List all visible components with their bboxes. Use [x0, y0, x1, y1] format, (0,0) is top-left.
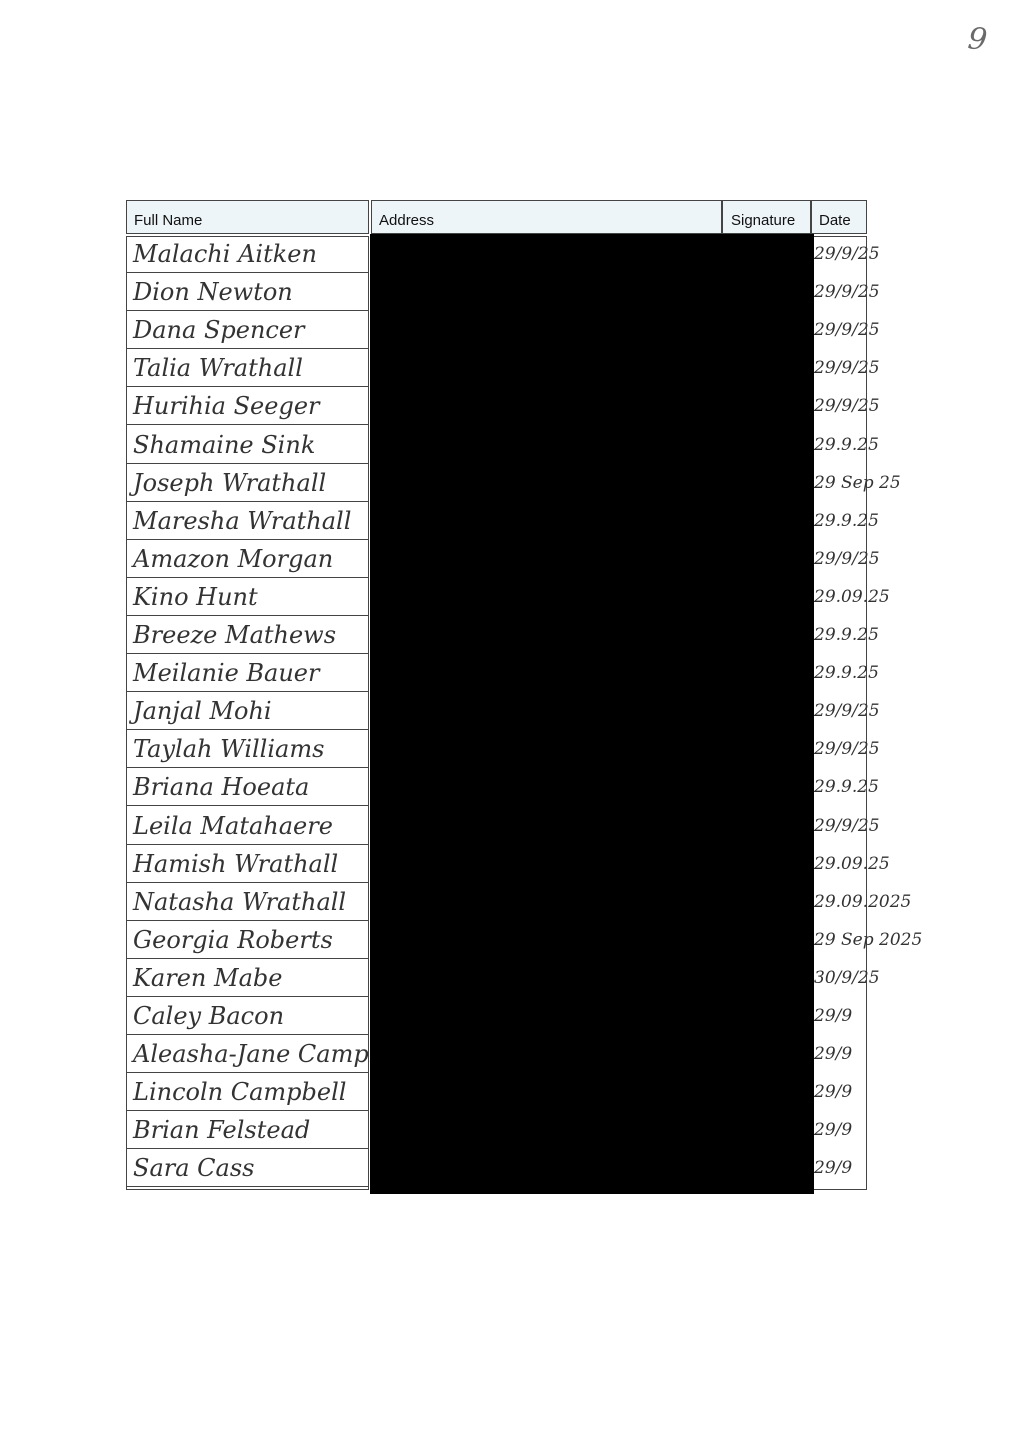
page-number: 9 — [966, 21, 989, 58]
table-row-date: 29/9/25 — [814, 739, 880, 760]
table-row-name: Malachi Aitken — [127, 236, 368, 273]
table-row-date: 29/9 — [814, 1158, 853, 1179]
table-row-name: Leila Matahaere — [127, 808, 368, 845]
table-row-date: 29.9.25 — [814, 434, 879, 455]
table-row-date: 29/9 — [814, 1044, 853, 1065]
table-row-date: 29.9.25 — [814, 625, 879, 645]
table-row-date: 29/9/25 — [814, 396, 880, 417]
redaction-block — [370, 234, 814, 1194]
table-row-name: Karen Mabe — [127, 960, 368, 997]
table-row-date: 29.9.25 — [814, 777, 879, 798]
table-row-name: Joseph Wrathall — [127, 465, 368, 502]
table-row-name: Sara Cass — [127, 1150, 368, 1188]
table-row-date: 29/9/25 — [814, 320, 880, 341]
header-full-name: Full Name — [126, 200, 369, 234]
table-row-date: 29/9/25 — [814, 282, 880, 303]
table-row-name: Talia Wrathall — [127, 350, 368, 388]
table-row-name: Dana Spencer — [127, 312, 368, 350]
table-row-name: Shamaine Sink — [127, 427, 368, 464]
table-row-date: 29/9 — [814, 1082, 853, 1103]
signature-sheet: Full Name Address Signature Date Malachi… — [126, 200, 922, 1194]
header-date: Date — [811, 200, 867, 234]
table-row-date: 29.09.2025 — [814, 891, 912, 912]
table-row-name: Brian Felstead — [127, 1112, 368, 1150]
table-row-name: Hurihia Seeger — [127, 388, 368, 426]
table-row-date: 29.09.25 — [814, 586, 890, 607]
table-row-name: Maresha Wrathall — [127, 503, 368, 540]
table-row-name: Taylah Williams — [127, 731, 368, 769]
table-row-name: Caley Bacon — [127, 998, 368, 1035]
table-row-name: Aleasha-Jane Campbell — [127, 1036, 414, 1074]
table-row-name: Meilanie Bauer — [127, 655, 368, 693]
table-row-name: Briana Hoeata — [127, 769, 368, 807]
table-row-name: Natasha Wrathall — [127, 884, 368, 921]
table-row-name: Kino Hunt — [127, 579, 368, 616]
name-column — [126, 236, 369, 1190]
table-row-date: 29/9 — [814, 1006, 853, 1026]
table-row-name: Breeze Mathews — [127, 617, 368, 654]
table-row-date: 29 Sep 25 — [814, 472, 901, 493]
table-row-date: 29/9/25 — [814, 244, 880, 264]
table-row-name: Hamish Wrathall — [127, 846, 368, 883]
table-row-date: 29/9/25 — [814, 701, 880, 722]
table-row-name: Amazon Morgan — [127, 541, 368, 578]
table-row-date: 29/9/25 — [814, 358, 880, 379]
table-row-name: Dion Newton — [127, 274, 368, 312]
header-signature: Signature — [722, 200, 811, 234]
table-row-date: 29.09.25 — [814, 853, 890, 874]
table-row-date: 29/9/25 — [814, 548, 880, 569]
table-row-name: Lincoln Campbell — [127, 1074, 368, 1112]
table-row-name: Georgia Roberts — [127, 922, 368, 959]
table-row-date: 30/9/25 — [814, 967, 880, 988]
table-row-date: 29 Sep 2025 — [814, 929, 923, 950]
table-row-date: 29/9/25 — [814, 815, 880, 836]
header-address: Address — [371, 200, 722, 234]
table-row-date: 29.9.25 — [814, 510, 879, 531]
table-row-date: 29/9 — [814, 1120, 853, 1141]
table-row-name: Janjal Mohi — [127, 693, 368, 731]
table-row-date: 29.9.25 — [814, 663, 879, 684]
